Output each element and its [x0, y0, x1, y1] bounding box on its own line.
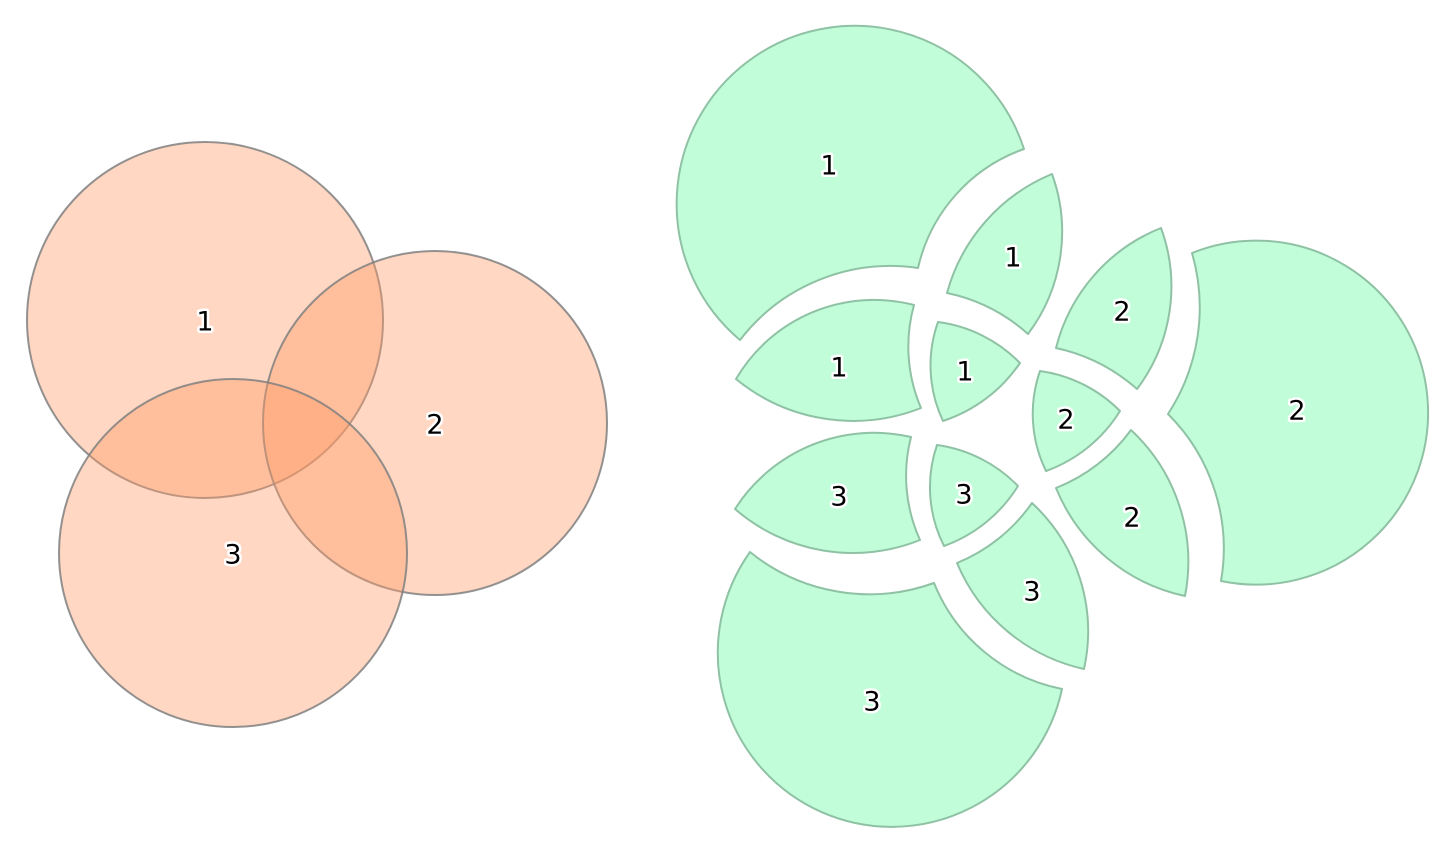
piece-label-set-2-upper-lens: 2	[1113, 297, 1130, 328]
piece-label-set-2-outer: 2	[1288, 396, 1305, 427]
piece-label-set-1-outer: 1	[820, 151, 837, 182]
circle-set-1	[26, 141, 384, 499]
overlapping-circles-group: 1 2 3	[26, 141, 608, 728]
piece-label-set-2-lower-lens: 2	[1123, 503, 1140, 534]
region-piece-set-1-left-lens	[735, 298, 922, 422]
region-piece-set-1-center	[929, 321, 1021, 422]
region-piece-set-3-upper-left-lens	[734, 431, 921, 554]
region-piece-set-3-outer	[716, 551, 1063, 828]
piece-label-set-3-right-lens: 3	[1023, 577, 1040, 608]
piece-label-set-2-center: 2	[1057, 405, 1074, 436]
region-piece-set-2-lower-lens	[1055, 429, 1190, 597]
circle-label-set-1: 1	[196, 307, 213, 338]
circle-set-3	[58, 378, 408, 728]
circle-label-set-2: 2	[426, 410, 443, 441]
region-piece-set-1-outer	[675, 24, 1025, 341]
piece-label-set-1-center: 1	[956, 357, 973, 388]
region-piece-set-2-outer	[1167, 239, 1430, 586]
piece-label-set-1-left-lens: 1	[830, 353, 847, 384]
piece-label-set-1-upper-lens: 1	[1004, 243, 1021, 274]
region-piece-set-1-upper-lens	[946, 173, 1064, 335]
piece-label-set-3-outer: 3	[863, 687, 880, 718]
region-piece-set-3-center	[929, 444, 1019, 547]
circle-label-set-3: 3	[224, 540, 241, 571]
separated-regions-group: 1 1 1 1 2 2 2 2 3 3 3 3	[675, 24, 1430, 828]
region-piece-set-2-center	[1031, 370, 1121, 472]
circle-set-2	[262, 250, 608, 596]
piece-label-set-3-center: 3	[955, 480, 972, 511]
piece-label-set-3-upper-left-lens: 3	[830, 482, 847, 513]
region-piece-set-3-right-lens	[956, 502, 1090, 670]
region-piece-set-2-upper-lens	[1055, 227, 1173, 390]
